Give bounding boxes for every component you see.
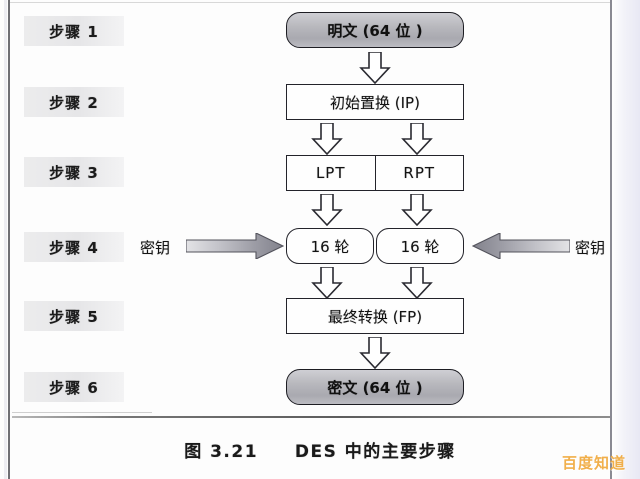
node-lpt-label: LPT	[315, 164, 346, 182]
page-left-border	[8, 0, 10, 479]
step-label-5-text: 步骤 5	[49, 307, 99, 326]
node-plaintext: 明文 (64 位 )	[286, 12, 464, 48]
arrow-fp-to-ciphertext	[358, 337, 392, 369]
node-rounds-left-label: 16 轮	[310, 237, 350, 256]
step-label-4: 步骤 4	[24, 232, 124, 262]
page-right-border	[610, 0, 612, 479]
node-final-permutation-label: 最终转换 (FP)	[327, 307, 423, 326]
page-top-hairline	[10, 2, 610, 3]
node-lpt: LPT	[287, 156, 375, 190]
node-plaintext-label: 明文 (64 位 )	[327, 21, 423, 40]
step-label-1: 步骤 1	[24, 16, 124, 46]
page-right-margin	[612, 0, 640, 479]
arrow-rounds-right-to-fp	[400, 267, 434, 299]
arrow-rpt-to-rounds-right	[400, 194, 434, 226]
figure-caption: 图 3.21 DES 中的主要步骤	[0, 437, 640, 462]
key-label-left: 密钥	[140, 237, 170, 258]
key-label-left-text: 密钥	[140, 239, 171, 257]
step-label-1-text: 步骤 1	[49, 22, 99, 41]
step-label-3: 步骤 3	[24, 157, 124, 187]
arrow-key-right-to-rounds	[472, 233, 570, 259]
node-rounds-left: 16 轮	[286, 228, 374, 264]
watermark-baidu-zhidao: 百度知道	[562, 452, 626, 473]
node-ciphertext: 密文 (64 位 )	[286, 369, 464, 405]
node-initial-permutation: 初始置换 (IP)	[286, 84, 464, 120]
arrow-ip-to-rpt	[400, 123, 434, 155]
figure-caption-title: DES 中的主要步骤	[294, 442, 456, 462]
arrow-plaintext-to-ip	[358, 52, 392, 84]
watermark-text: 百度知道	[561, 454, 626, 472]
page-left-margin	[4, 0, 7, 479]
node-ciphertext-label: 密文 (64 位 )	[327, 378, 423, 397]
node-lpt-rpt-split: LPT RPT	[286, 155, 464, 191]
node-rpt-label: RPT	[403, 164, 436, 182]
figure-divider-secondary	[12, 412, 152, 413]
figure-divider	[12, 416, 610, 418]
step-label-6-text: 步骤 6	[49, 378, 99, 397]
node-rounds-right: 16 轮	[376, 228, 464, 264]
step-label-4-text: 步骤 4	[49, 238, 99, 257]
step-label-2-text: 步骤 2	[49, 93, 99, 112]
arrow-ip-to-lpt	[310, 123, 344, 155]
arrow-lpt-to-rounds-left	[310, 194, 344, 226]
step-label-5: 步骤 5	[24, 301, 124, 331]
key-label-right-text: 密钥	[575, 239, 606, 257]
key-label-right: 密钥	[575, 237, 605, 258]
node-rounds-right-label: 16 轮	[400, 237, 440, 256]
node-rpt: RPT	[374, 156, 464, 190]
node-initial-permutation-label: 初始置换 (IP)	[330, 93, 420, 112]
node-final-permutation: 最终转换 (FP)	[286, 298, 464, 334]
arrow-rounds-left-to-fp	[310, 267, 344, 299]
step-label-2: 步骤 2	[24, 87, 124, 117]
figure-caption-number: 图 3.21	[184, 442, 259, 462]
step-label-3-text: 步骤 3	[49, 163, 99, 182]
arrow-key-left-to-rounds	[186, 233, 284, 259]
step-label-6: 步骤 6	[24, 372, 124, 402]
